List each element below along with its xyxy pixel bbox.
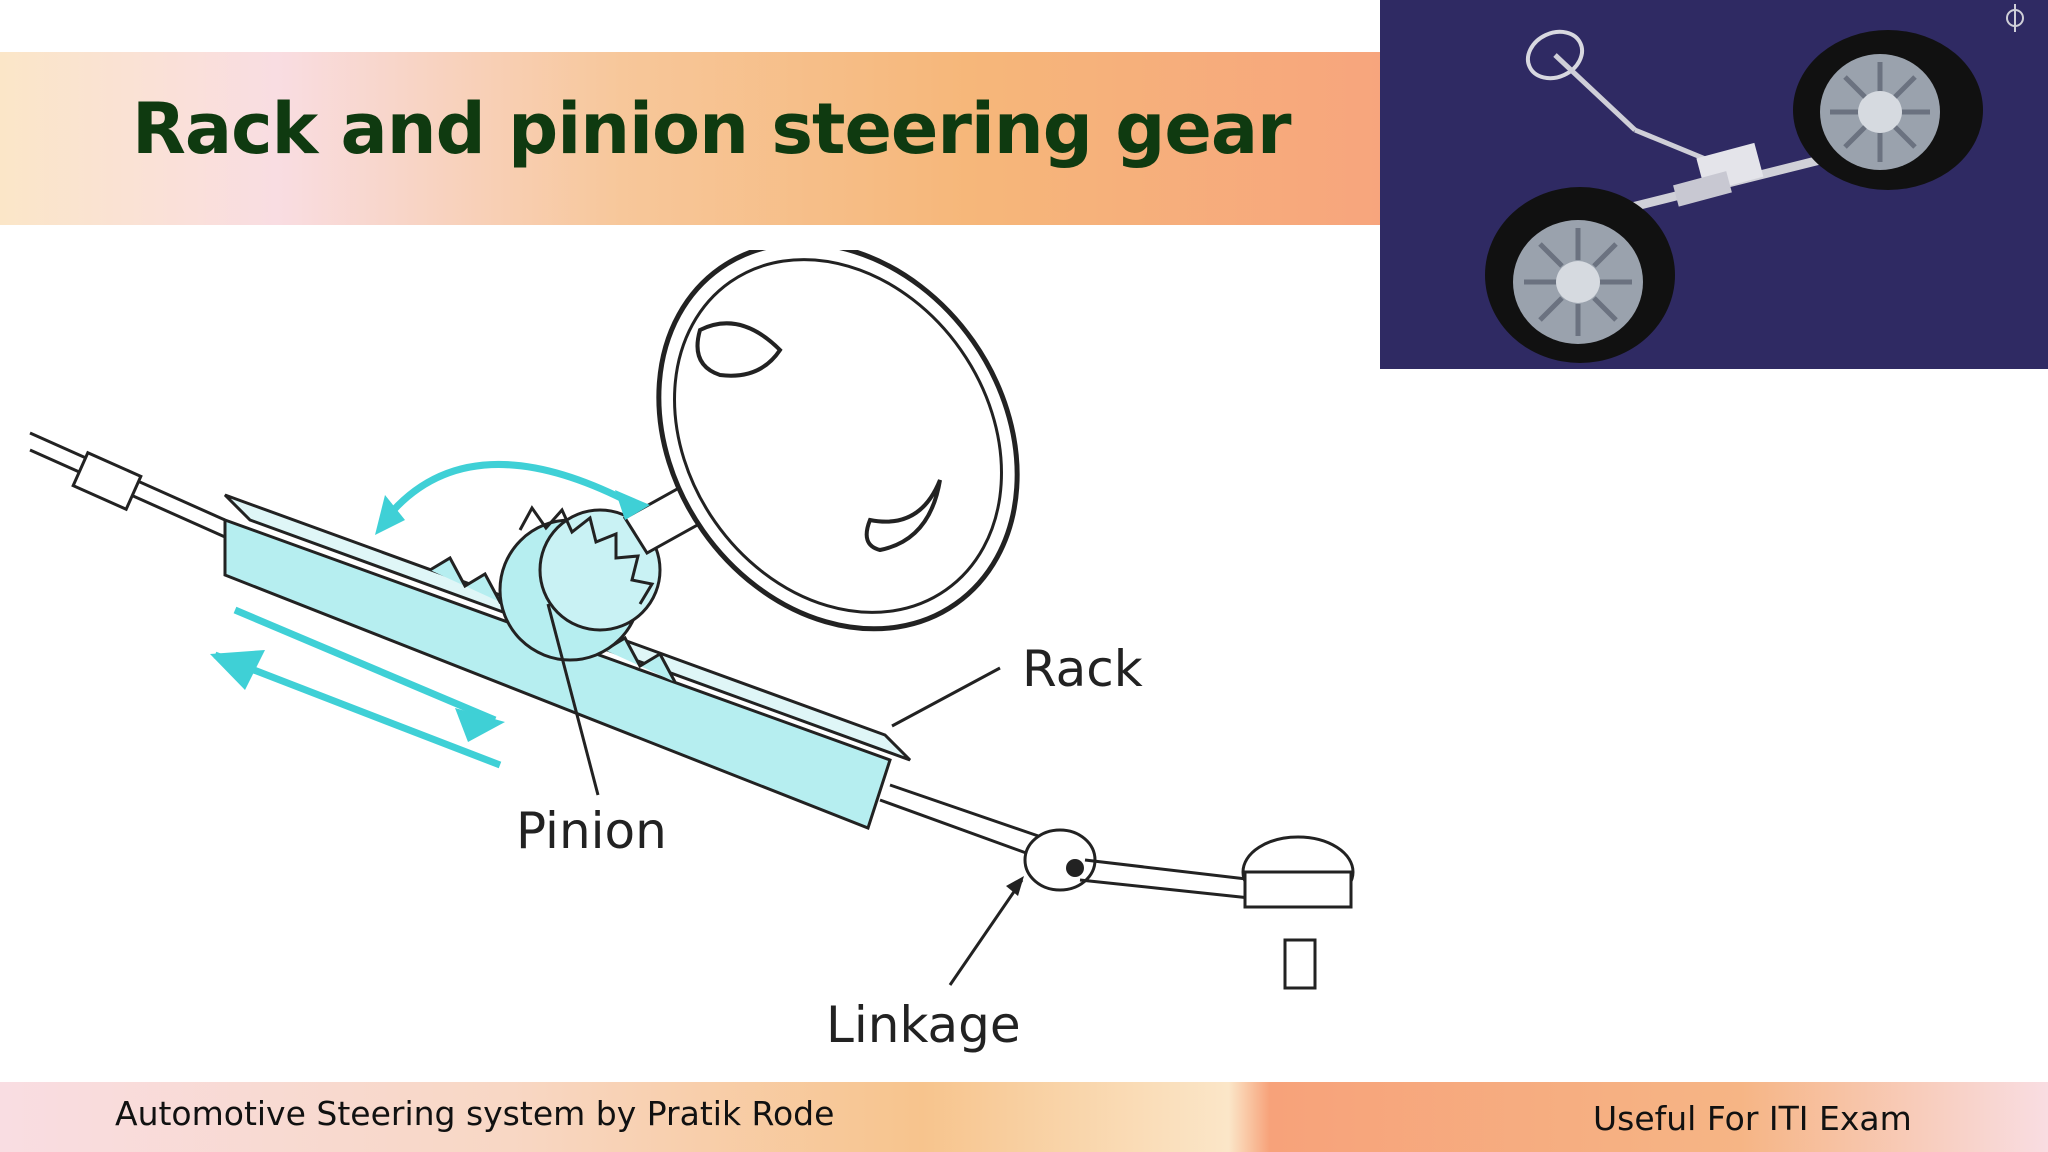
- linkage-label: Linkage: [826, 996, 1021, 1054]
- rack-label: Rack: [1022, 640, 1143, 698]
- footer-band: [0, 1082, 2048, 1152]
- footer-note-text: Useful For ITI Exam: [1593, 1099, 1912, 1138]
- rack-and-pinion-diagram: [29, 250, 1355, 990]
- steering-system-3d-image: [1380, 0, 2048, 369]
- footer-author-text: Automotive Steering system by Pratik Rod…: [115, 1094, 835, 1133]
- slide-title: Rack and pinion steering gear: [132, 88, 1292, 170]
- title-band: [0, 52, 1382, 225]
- pinion-label: Pinion: [516, 802, 667, 860]
